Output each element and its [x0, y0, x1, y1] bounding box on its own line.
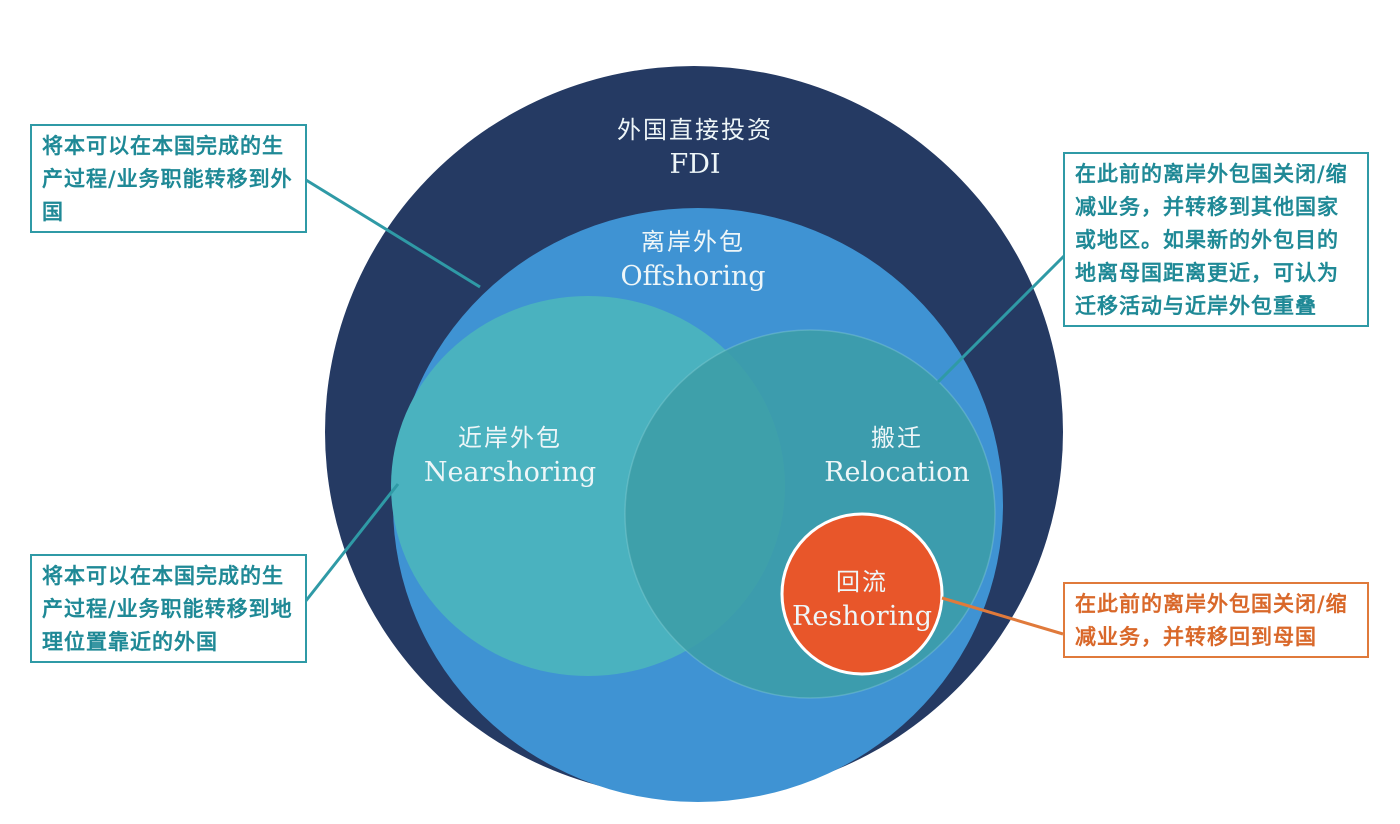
reshoring-label-zh: 回流 [836, 568, 888, 596]
reshoring-circle [780, 512, 944, 676]
offshoring-label-zh: 离岸外包 [641, 228, 745, 256]
callout-nearshoring: 将本可以在本国完成的生产过程/业务职能转移到地理位置靠近的外国 [30, 554, 307, 663]
reshoring-label-en: Reshoring [791, 601, 933, 632]
fdi-label: 外国直接投资 FDI [560, 110, 830, 180]
relocation-label: 搬迁 Relocation [787, 418, 1007, 488]
relocation-label-en: Relocation [824, 457, 970, 488]
nearshoring-label-zh: 近岸外包 [458, 424, 562, 452]
reshoring-label: 回流 Reshoring [786, 562, 938, 632]
connector-relocation [936, 254, 1066, 384]
nearshoring-label-en: Nearshoring [423, 457, 597, 488]
connector-reshoring [941, 596, 1064, 636]
callout-reshoring: 在此前的离岸外包国关闭/缩减业务，并转移回到母国 [1063, 582, 1369, 658]
nearshoring-label: 近岸外包 Nearshoring [400, 418, 620, 488]
connector-offshoring [305, 178, 481, 289]
fdi-label-en: FDI [669, 149, 721, 180]
callout-offshoring: 将本可以在本国完成的生产过程/业务职能转移到外国 [30, 124, 307, 233]
relocation-label-zh: 搬迁 [871, 424, 923, 452]
fdi-label-zh: 外国直接投资 [617, 116, 773, 144]
offshoring-label: 离岸外包 Offshoring [573, 222, 813, 292]
offshoring-label-en: Offshoring [620, 261, 766, 292]
connector-nearshoring [303, 483, 400, 603]
callout-relocation: 在此前的离岸外包国关闭/缩减业务，并转移到其他国家或地区。如果新的外包目的地离母… [1063, 152, 1369, 327]
